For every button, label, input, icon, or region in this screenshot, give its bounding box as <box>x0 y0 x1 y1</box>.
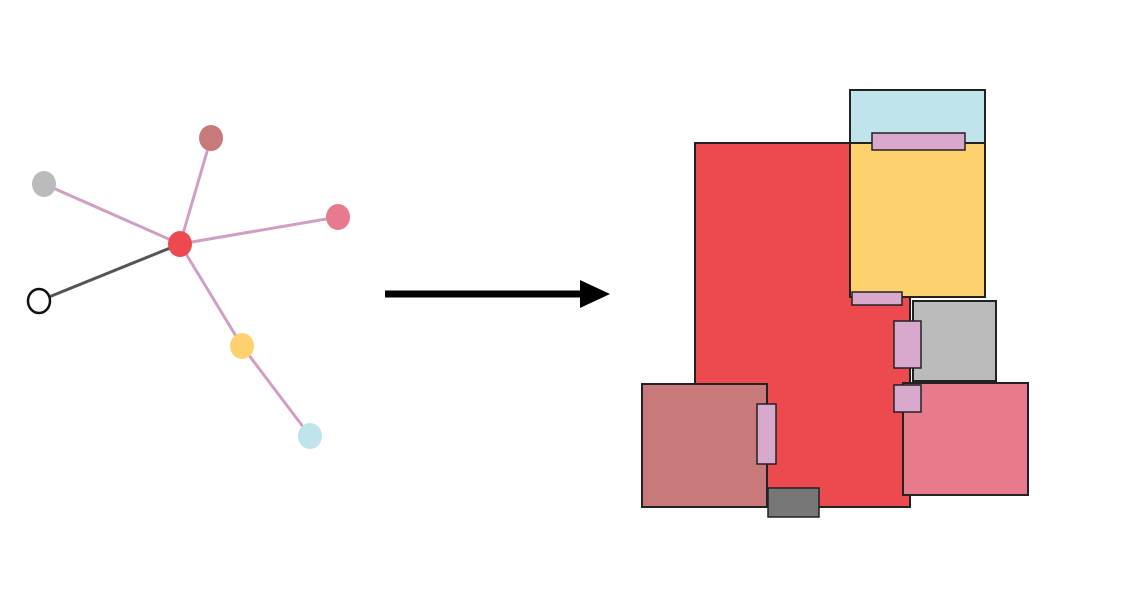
edge-kitchen-balcony <box>240 344 312 438</box>
graph-edges <box>37 136 340 438</box>
room-bathroom <box>902 382 1029 496</box>
floorplan-rooms <box>641 89 1029 508</box>
floorplan-doors <box>756 132 966 518</box>
arrow-head <box>580 280 610 308</box>
edge-living-kitchen <box>178 242 244 348</box>
node-storage <box>32 171 56 197</box>
node-bedroom <box>199 125 223 151</box>
door-kitchen-living <box>851 291 903 306</box>
room-kitchen <box>849 142 986 298</box>
door-storage-living <box>893 320 922 369</box>
node-bathroom <box>326 204 350 230</box>
front-door <box>767 487 820 518</box>
node-kitchen <box>230 333 254 359</box>
door-bathroom-living <box>893 384 922 413</box>
edge-living-storage <box>42 182 182 246</box>
edge-living-bedroom <box>178 136 213 246</box>
node-living <box>168 231 192 257</box>
edge-living-bathroom <box>178 215 340 246</box>
door-balcony-kitchen <box>871 132 966 151</box>
graph-nodes <box>26 125 350 449</box>
door-bedroom-living <box>756 403 777 465</box>
room-bedroom <box>641 383 768 508</box>
node-entrance <box>26 287 52 315</box>
room-storage <box>912 300 997 382</box>
node-balcony <box>298 423 322 449</box>
transform-arrow <box>385 280 610 308</box>
edge-living-entrance <box>37 242 182 303</box>
